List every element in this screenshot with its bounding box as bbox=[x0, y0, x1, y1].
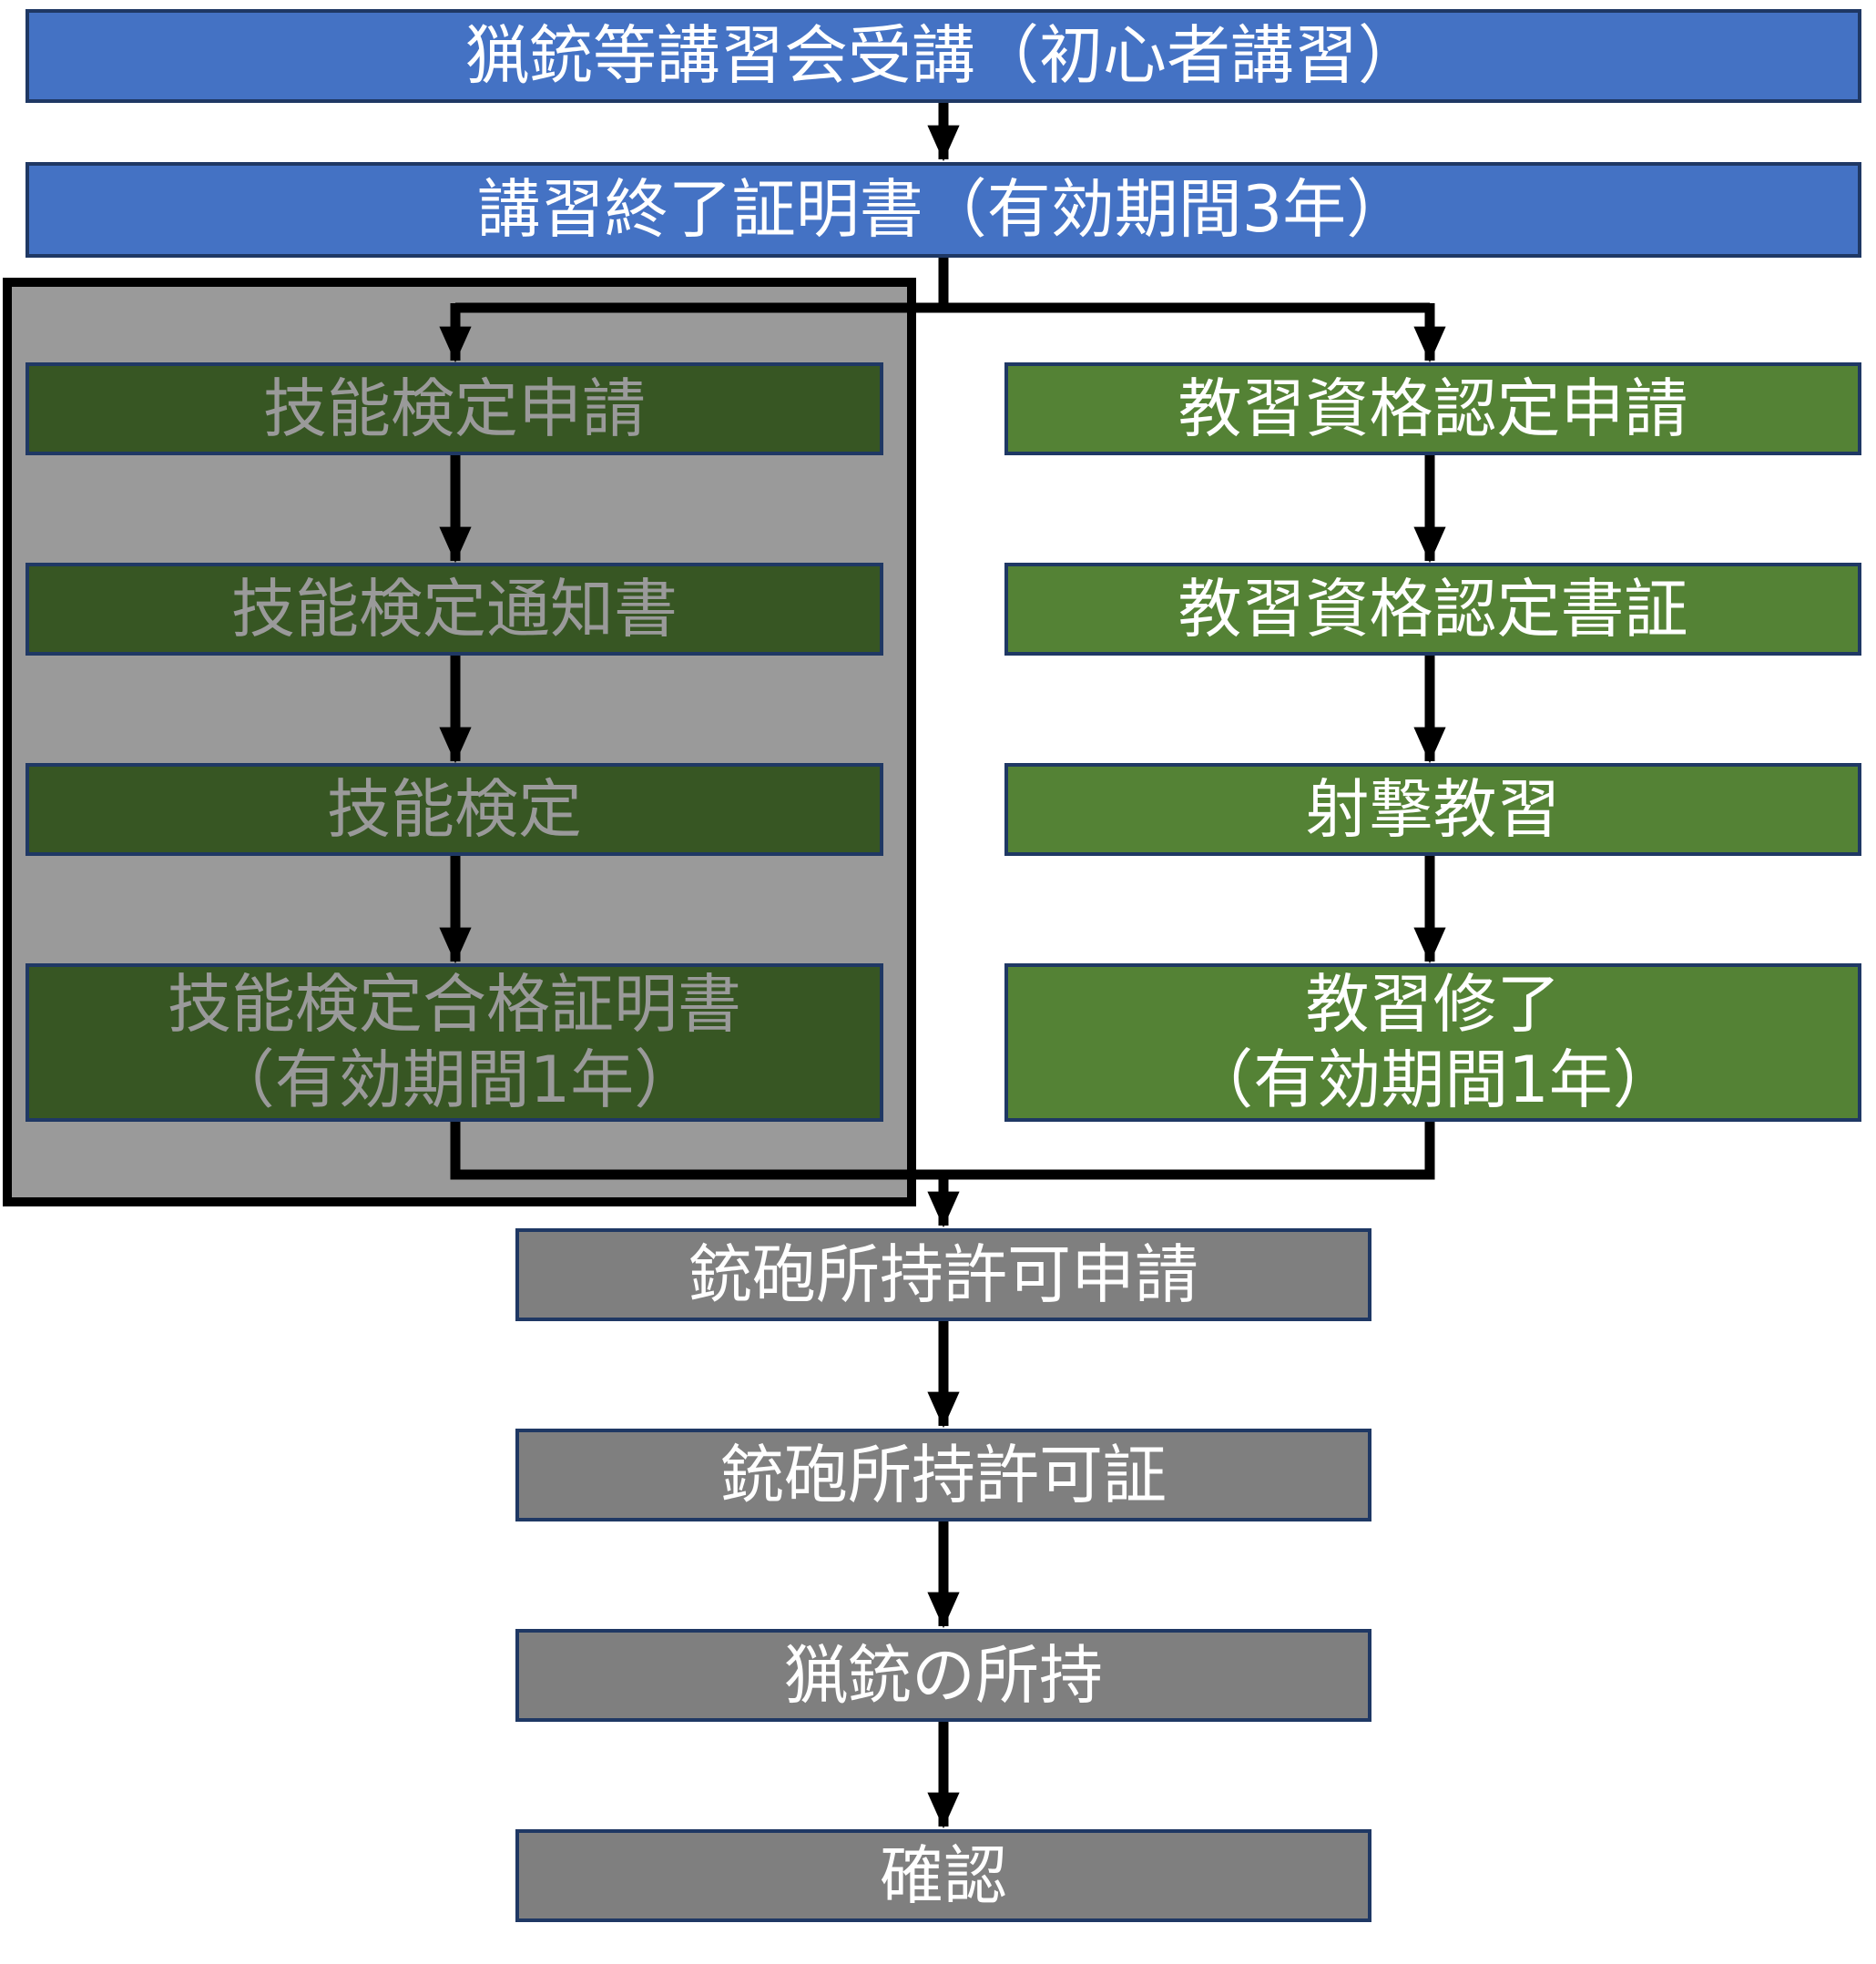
step-skill-test: 技能検定 bbox=[25, 763, 883, 856]
connector-branch-split bbox=[455, 258, 1430, 313]
step-skill-test-application: 技能検定申請 bbox=[25, 362, 883, 455]
step-firearm-permit-application: 銃砲所持許可申請 bbox=[515, 1228, 1371, 1321]
step-training-completion: 教習修了 （有効期間1年） bbox=[1004, 963, 1861, 1122]
step-course-certificate: 講習終了証明書（有効期間3年） bbox=[25, 162, 1861, 258]
step-course-attendance: 猟銃等講習会受講（初心者講習） bbox=[25, 9, 1861, 103]
step-training-qualification-application: 教習資格認定申請 bbox=[1004, 362, 1861, 455]
step-skill-test-notice: 技能検定通知書 bbox=[25, 563, 883, 656]
step-shooting-training: 射撃教習 bbox=[1004, 763, 1861, 856]
step-confirmation: 確認 bbox=[515, 1829, 1371, 1922]
step-shotgun-possession: 猟銃の所持 bbox=[515, 1629, 1371, 1722]
step-skill-test-pass-certificate: 技能検定合格証明書 （有効期間1年） bbox=[25, 963, 883, 1122]
step-training-qualification-certificate: 教習資格認定書証 bbox=[1004, 563, 1861, 656]
step-firearm-permit: 銃砲所持許可証 bbox=[515, 1429, 1371, 1521]
connector-branch-merge bbox=[450, 1122, 1435, 1180]
